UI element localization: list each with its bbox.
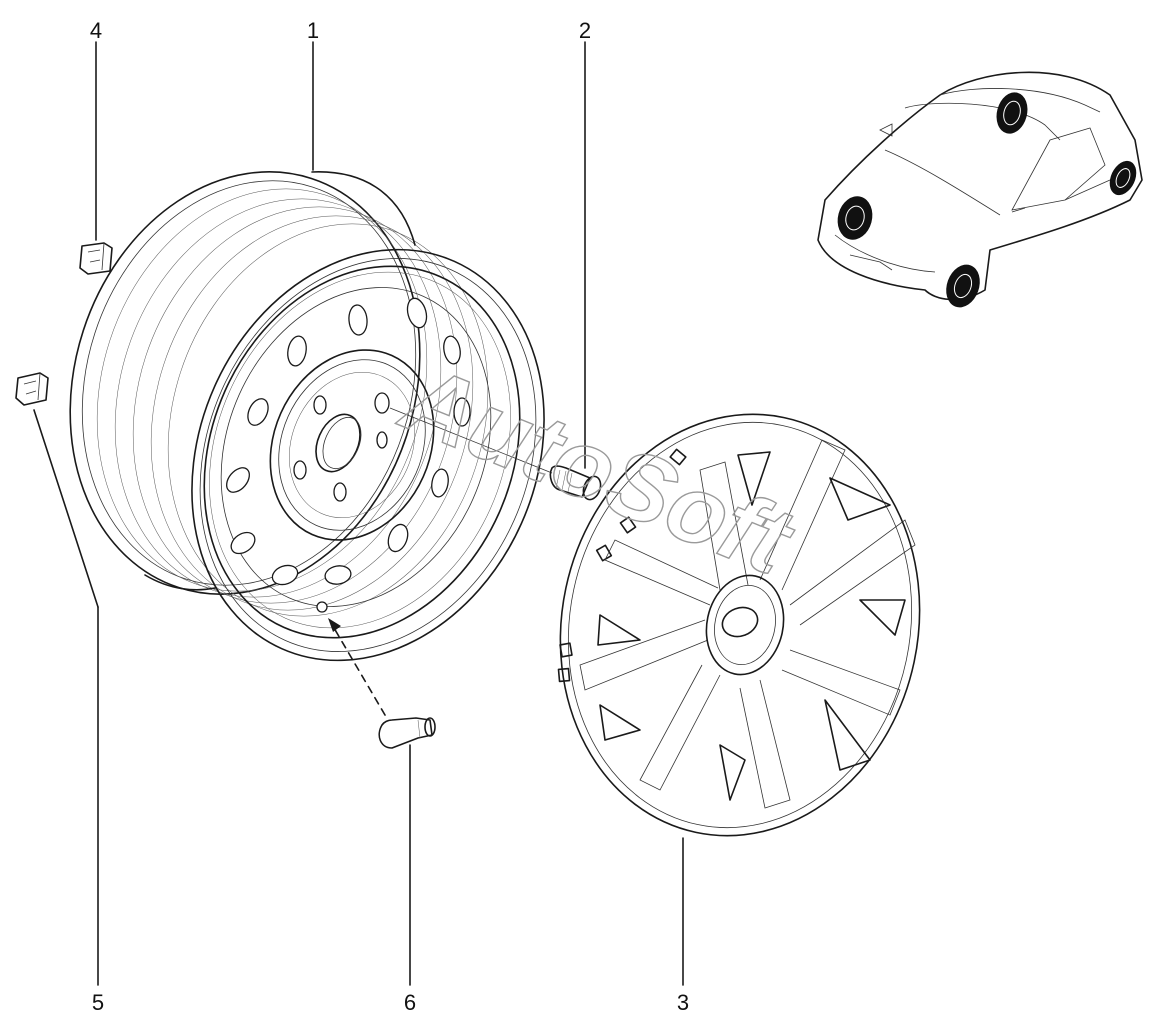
wheel-cover (557, 413, 921, 837)
car-locator-icon (817, 71, 1143, 308)
callout-6: 6 (404, 990, 416, 1015)
callout-4: 4 (90, 18, 102, 43)
callout-3: 3 (677, 990, 689, 1015)
balance-weight-top (79, 242, 113, 275)
tire-valve (378, 717, 436, 749)
callout-2: 2 (579, 18, 591, 43)
callout-5: 5 (92, 990, 104, 1015)
valve-assembly-arrow (328, 618, 386, 716)
steel-wheel (69, 171, 545, 662)
watermark-text: AutoSoft (387, 344, 808, 597)
balance-weight-side (15, 372, 49, 406)
leader-5b (33, 409, 99, 608)
callout-1: 1 (307, 18, 319, 43)
wheel-bolt (389, 407, 602, 501)
leader-lines (33, 41, 684, 986)
